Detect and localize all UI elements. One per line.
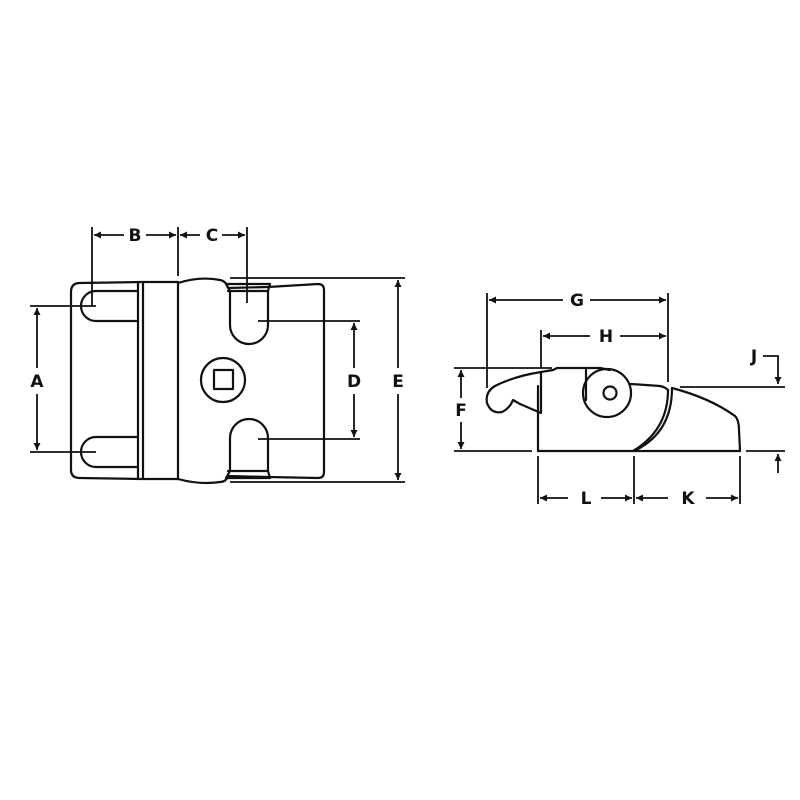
right-slot-top	[224, 282, 272, 346]
pivot-pin-icon	[602, 385, 618, 401]
label-A: A	[30, 372, 44, 392]
center-screw-circle	[199, 356, 247, 404]
square-socket-icon	[212, 368, 235, 391]
top-view: A B C D E	[30, 226, 405, 485]
right-body	[176, 277, 326, 485]
label-G: G	[570, 291, 584, 311]
label-F: F	[455, 401, 467, 421]
housing-right-slope	[670, 386, 742, 453]
housing-top	[629, 382, 670, 392]
left-leaf	[69, 280, 144, 481]
label-E: E	[392, 372, 404, 392]
right-slot-bottom	[224, 417, 272, 480]
latch-hook	[485, 370, 543, 415]
label-B: B	[129, 226, 142, 246]
housing-curve-front	[631, 388, 670, 453]
dim-J-arrow-down	[763, 355, 782, 384]
label-D: D	[347, 372, 361, 392]
cam-roller	[581, 367, 633, 419]
label-H: H	[599, 327, 613, 347]
label-L: L	[581, 489, 592, 509]
label-K: K	[681, 489, 695, 509]
label-C: C	[206, 226, 218, 246]
housing-curve-front-inner	[634, 386, 674, 452]
label-J: J	[750, 347, 757, 367]
side-view: F G H J L K	[454, 291, 785, 509]
